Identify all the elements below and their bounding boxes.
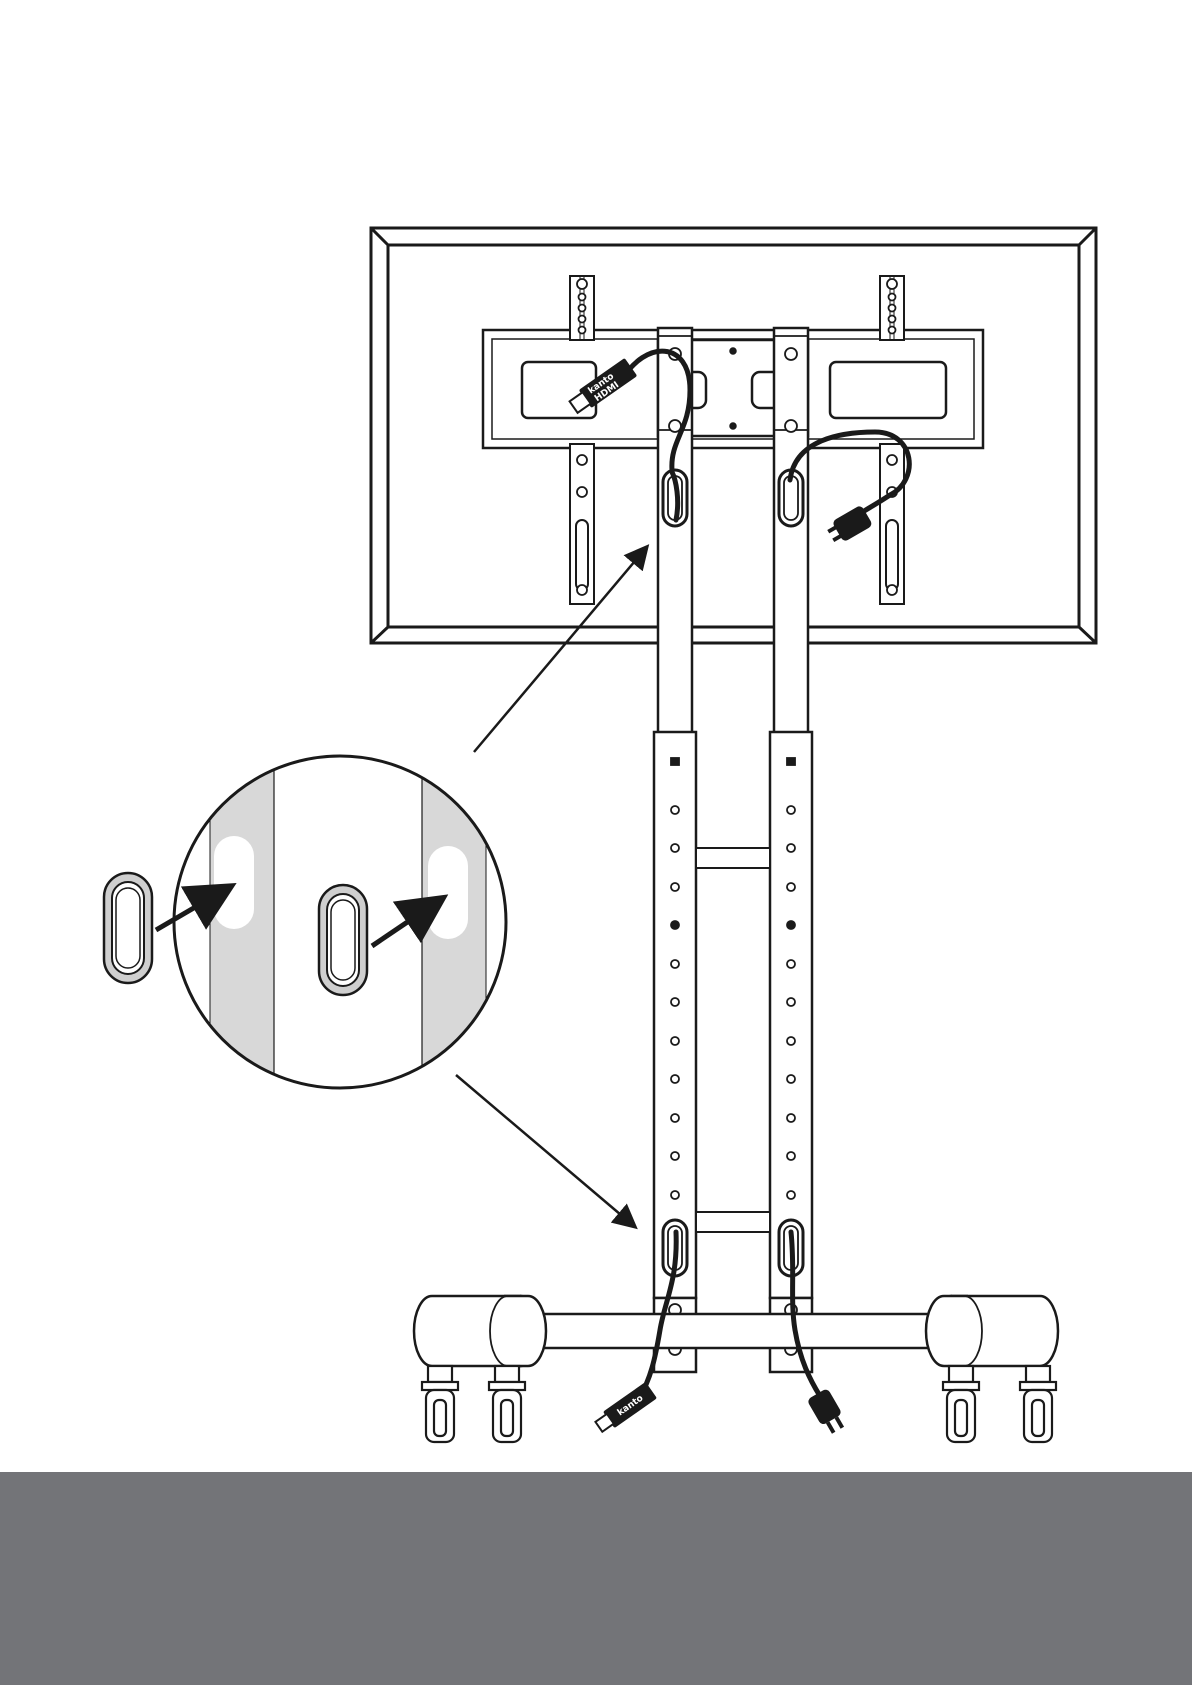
caster-wheel-icon [422, 1366, 1056, 1442]
tv-stand-diagram: kanto HDMI kanto [0, 0, 1192, 1472]
right-foot [926, 1296, 1058, 1366]
crossbars [696, 848, 770, 1232]
left-foot [414, 1296, 546, 1366]
mounting-plate [483, 330, 983, 448]
base-frame [530, 1314, 950, 1348]
footer-band [0, 1472, 1192, 1685]
